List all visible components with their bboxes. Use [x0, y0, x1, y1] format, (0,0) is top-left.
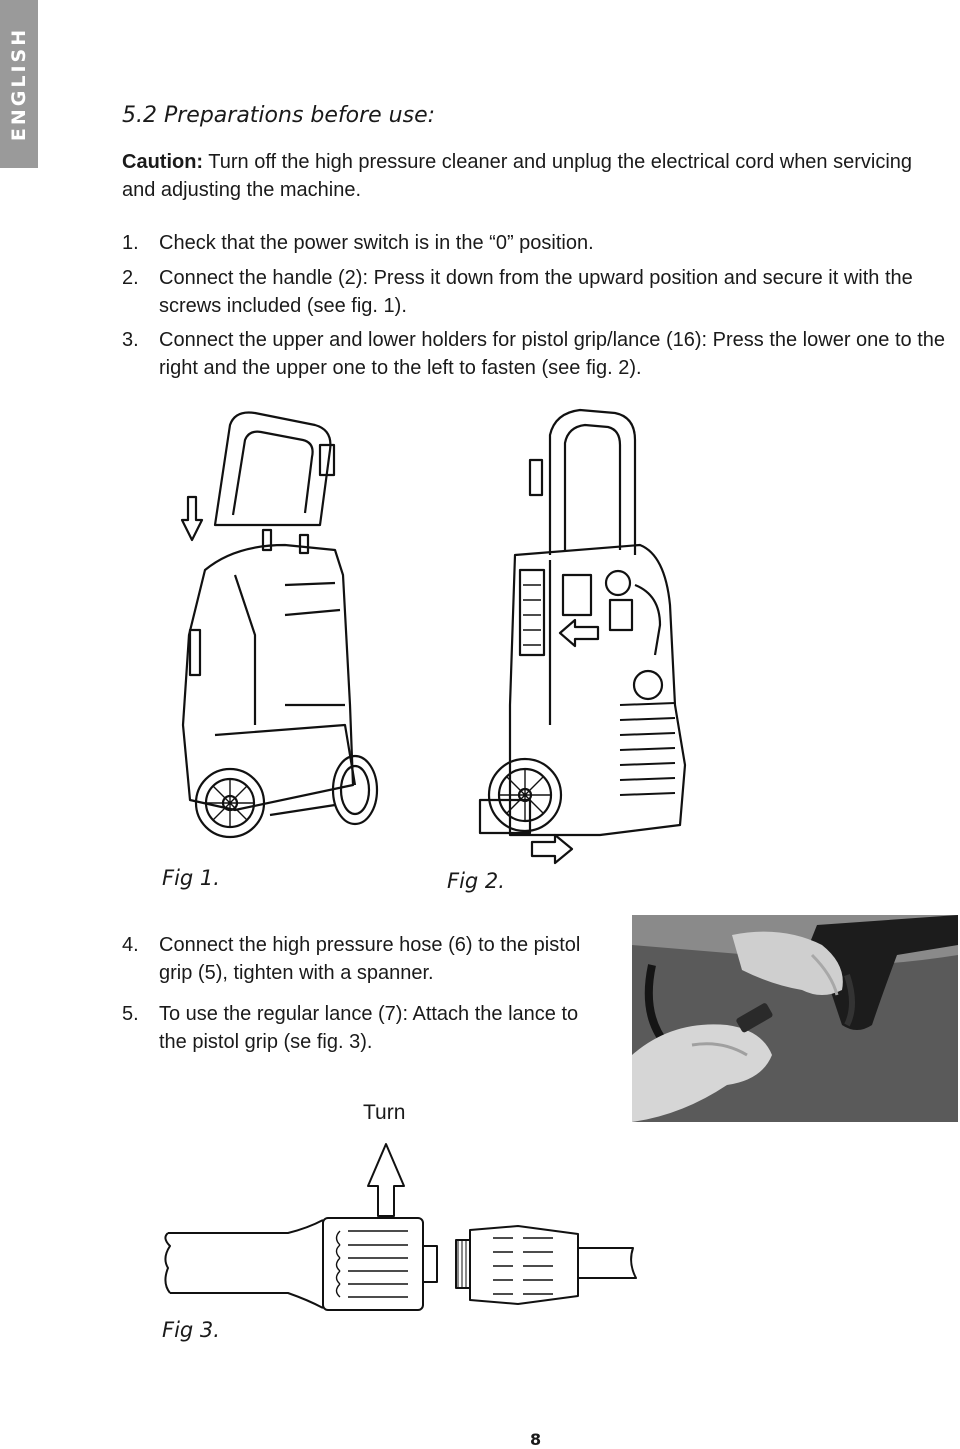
language-tab-label: ENGLISH [8, 26, 30, 142]
step-number: 2. [122, 267, 139, 289]
fig-3-caption: Fig 3. [162, 1318, 220, 1342]
step-4: 4. Connect the high pressure hose (6) to… [122, 931, 602, 987]
step-text: Connect the high pressure hose (6) to th… [159, 934, 581, 984]
step-text: Check that the power switch is in the “0… [159, 232, 594, 254]
step-text: Connect the handle (2): Press it down fr… [159, 267, 913, 317]
step-number: 4. [122, 934, 139, 956]
step-2: 2. Connect the handle (2): Press it down… [122, 264, 952, 320]
caution-label: Caution: [122, 151, 204, 173]
language-tab: ENGLISH [0, 0, 38, 168]
fig-2-caption: Fig 2. [447, 869, 505, 893]
figure-1-illustration [180, 411, 379, 839]
step-text: Connect the upper and lower holders for … [159, 329, 945, 379]
pistol-grip-photo [632, 915, 958, 1122]
step-number: 5. [122, 1003, 139, 1025]
caution-text: Turn off the high pressure cleaner and u… [122, 151, 913, 201]
step-number: 1. [122, 232, 139, 254]
page-number: 8 [530, 1430, 542, 1449]
turn-label: Turn [363, 1101, 406, 1124]
step-3: 3. Connect the upper and lower holders f… [122, 326, 956, 382]
step-1: 1. Check that the power switch is in the… [122, 229, 952, 257]
caution-paragraph: Caution: Turn off the high pressure clea… [122, 148, 942, 204]
step-5: 5. To use the regular lance (7): Attach … [122, 1000, 592, 1056]
figure-3-illustration [164, 1143, 637, 1311]
fig-1-caption: Fig 1. [162, 866, 220, 890]
step-number: 3. [122, 329, 139, 351]
section-title: 5.2 Preparations before use: [122, 103, 436, 128]
step-text: To use the regular lance (7): Attach the… [159, 1003, 579, 1053]
figure-2-illustration [478, 408, 687, 865]
